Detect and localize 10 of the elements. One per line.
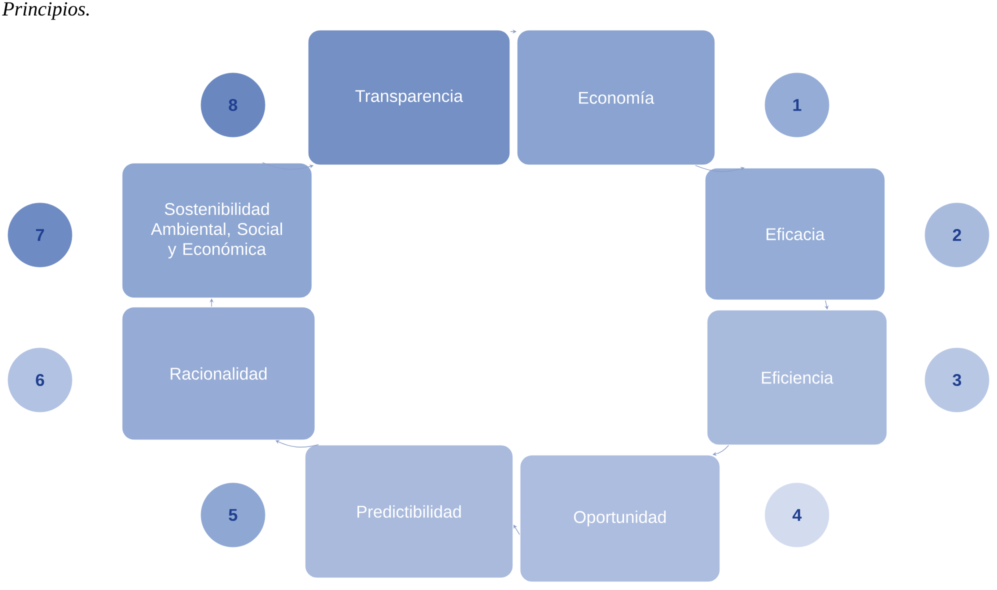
principle-box: Predictibilidad [304, 444, 514, 578]
principle-box: Racionalidad [122, 306, 316, 440]
arrow [513, 524, 520, 535]
principle-box: Sostenibilidad Ambiental, Social y Económica [122, 162, 312, 298]
principle-box: Economía [516, 30, 716, 166]
title: Principios. [2, 2, 89, 20]
principle-box: Eficiencia [706, 310, 888, 446]
principle-box: Eficacia [704, 168, 886, 300]
principle-box: Transparencia [308, 30, 510, 166]
principle-box: Oportunidad [520, 454, 720, 582]
